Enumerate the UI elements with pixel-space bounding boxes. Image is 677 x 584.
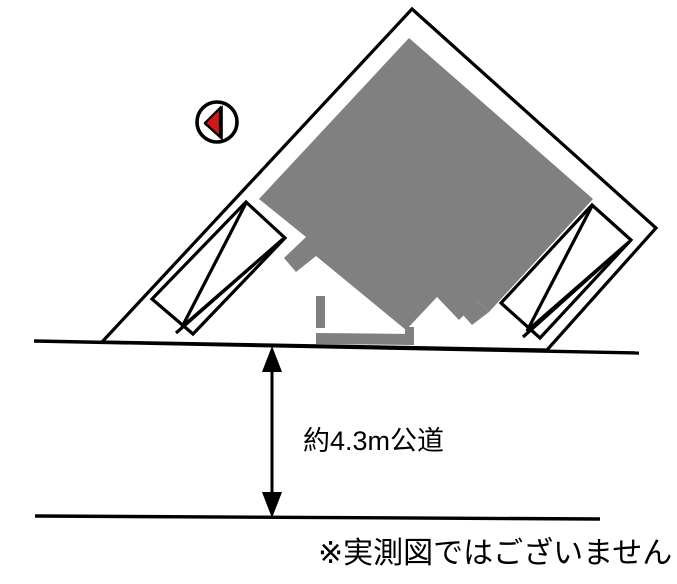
parking-space-right-outline <box>498 202 634 341</box>
parking-space-left <box>149 199 288 337</box>
road-lower-edge <box>34 514 601 521</box>
parking-space-left-hatch <box>174 202 285 335</box>
road-width-dimension <box>262 346 282 518</box>
parking-space-left-outline <box>149 199 288 337</box>
dimension-arrowhead-top <box>262 346 282 372</box>
compass-needle-icon <box>203 105 222 140</box>
north-compass <box>195 100 239 144</box>
building-footprint <box>259 38 593 330</box>
parking-space-right-hatch <box>521 205 631 339</box>
gate-approach-wall <box>316 333 414 345</box>
road-upper-edge <box>33 339 640 355</box>
disclaimer-note: ※実測図ではございません <box>318 537 672 570</box>
gate-post-left <box>316 296 325 328</box>
building-wall-stub <box>463 301 489 325</box>
gate-post-right <box>405 327 414 345</box>
entrance-gate <box>316 296 414 345</box>
dimension-arrowhead-bottom <box>262 492 282 518</box>
parking-space-right <box>498 202 634 341</box>
road-width-label: 約4.3m公道 <box>303 426 444 456</box>
